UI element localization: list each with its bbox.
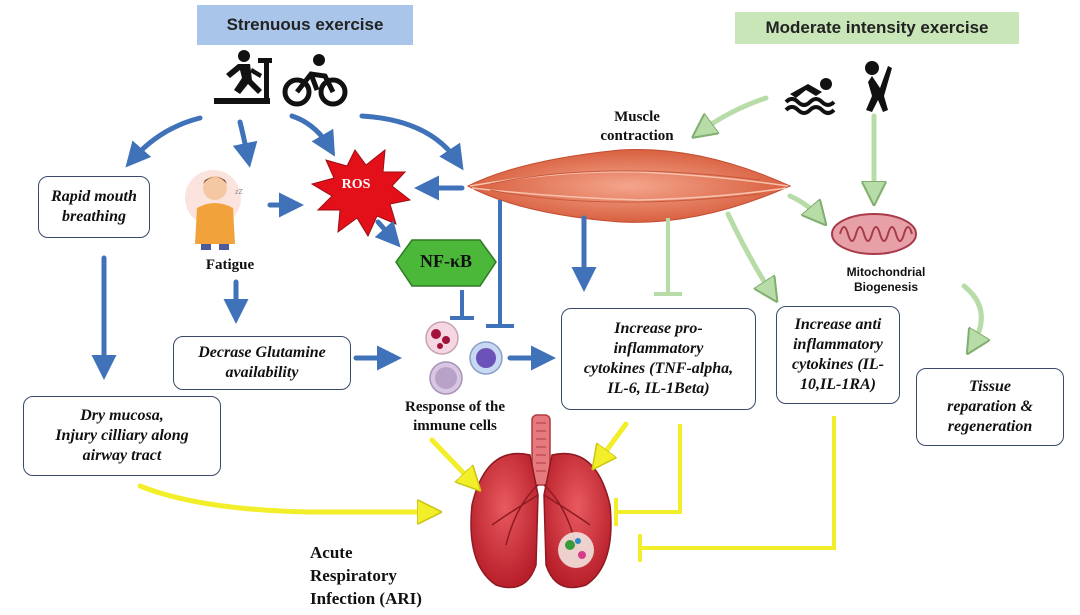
muscle-contraction-label: Muscle contraction [600, 109, 674, 144]
svg-text:zZ: zZ [235, 189, 244, 196]
nfkb-hexagon [395, 239, 497, 287]
immune-cells-icon [425, 321, 503, 395]
fatigue-label: Fatigue [205, 257, 255, 273]
cyclist-icon [282, 54, 348, 107]
pro-inflammatory-box: Increase pro- inflammatory cytokines (TN… [561, 308, 756, 410]
arrow-strenuous-to-fatigue [232, 119, 258, 168]
inhibit-muscle-to-pro [654, 218, 682, 296]
lungs-icon [470, 414, 612, 589]
arrow-dry-to-ari [137, 483, 432, 512]
arrow-muscle-to-anti [725, 211, 772, 294]
anti-inflammatory-box: Increase anti inflammatory cytokines (IL… [776, 306, 900, 404]
dry-mucosa-box: Dry mucosa, Injury cilliary along airway… [23, 396, 221, 476]
arrow-strenuous-to-rapid [125, 115, 203, 168]
moderate-exercise-banner: Moderate intensity exercise [765, 18, 989, 37]
arrow-pro-to-ari [598, 421, 629, 462]
treadmill-runner-icon [214, 50, 272, 104]
green-arrows [700, 95, 981, 346]
arrow-mito-to-tissue [961, 283, 981, 346]
ari-label: Acute Respiratory Infection (ARI) [310, 543, 422, 608]
arrow-cyclist-to-ros [289, 113, 336, 157]
arrow-muscle-to-mito [787, 193, 820, 218]
blue-inhibitions [450, 200, 514, 328]
blue-arrows [91, 113, 597, 380]
fatigued-person-icon: zZ [185, 170, 244, 250]
yellow-arrows [137, 421, 629, 512]
glutamine-box: Decrase Glutamine availability [173, 336, 351, 390]
rapid-mouth-breathing-box: Rapid mouth breathing [38, 176, 150, 238]
muscle-fiber-icon [466, 149, 792, 223]
arrow-ros-to-nfkb [374, 219, 401, 248]
inhibit-muscle-to-immune [486, 200, 514, 328]
green-inhibition [654, 218, 682, 296]
arrow-immune-to-ari [429, 437, 474, 484]
ros-label: ROS [341, 177, 371, 192]
tissue-reparation-box: Tissue reparation & regeneration [916, 368, 1064, 446]
arrow-strenuous-to-muscle [359, 113, 464, 171]
inhibit-nfkb-to-immune [450, 290, 474, 320]
strenuous-banner-bg [197, 5, 413, 45]
moderate-banner-bg [735, 12, 1019, 44]
immune-response-label: Response of the immune cells [405, 399, 505, 434]
inhibit-anti-to-ari [638, 416, 836, 562]
strenuous-exercise-banner: Strenuous exercise [226, 15, 384, 34]
mitochondrion-icon [831, 213, 917, 255]
arrow-moderate-to-muscle [700, 95, 769, 132]
nfkb-label: NF-κB [420, 251, 472, 271]
inhibit-pro-to-ari [614, 424, 682, 526]
mitochondrial-biogenesis-label: Mitochondrial Biogenesis [846, 265, 926, 294]
swimmer-icon [784, 78, 836, 115]
yellow-inhibitions [614, 416, 836, 562]
ros-starburst [310, 148, 412, 238]
stretching-person-icon [865, 61, 892, 112]
